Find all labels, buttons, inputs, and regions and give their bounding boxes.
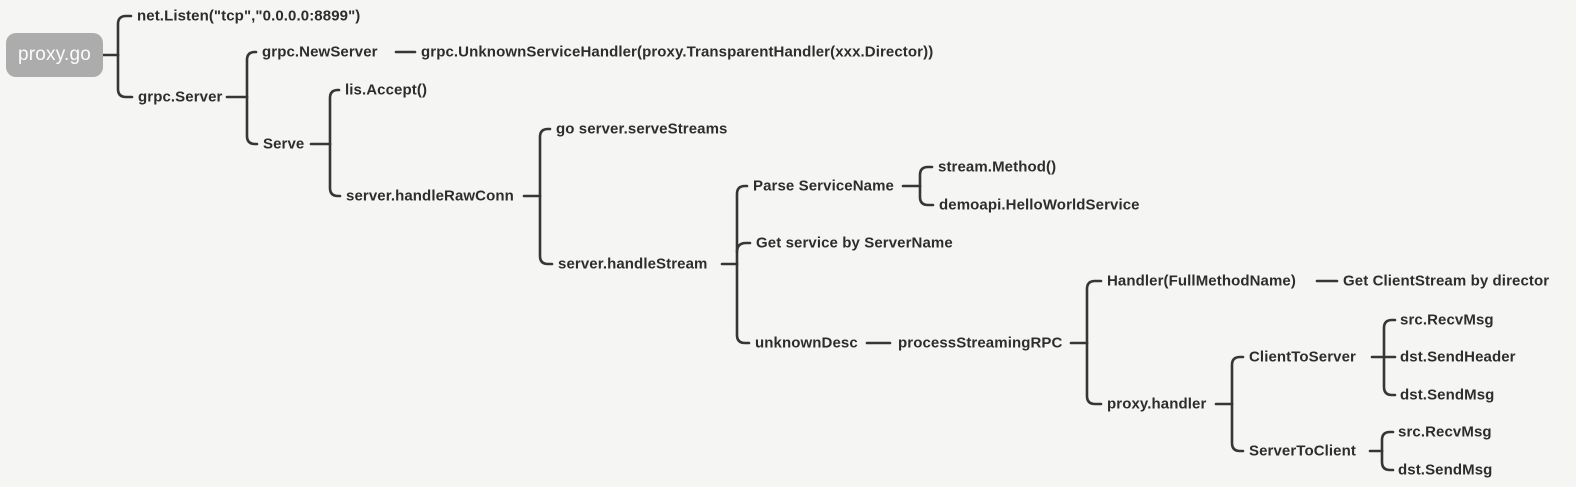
node-net-listen[interactable]: net.Listen("tcp","0.0.0.0:8899") [137,7,361,25]
node-grpc-server[interactable]: grpc.Server [138,88,223,106]
node-parse-service-name[interactable]: Parse ServiceName [753,177,894,195]
node-grpc-unknown-service-handler[interactable]: grpc.UnknownServiceHandler(proxy.Transpa… [421,43,934,61]
node-get-service-by-server-name[interactable]: Get service by ServerName [756,234,953,252]
link-grpc-server-to-new-server [245,50,258,99]
link-serve-to-handle-raw-conn [328,142,342,198]
node-proxy-handler[interactable]: proxy.handler [1107,395,1207,413]
node-unknown-desc[interactable]: unknownDesc [755,334,858,352]
node-client-to-server[interactable]: ClientToServer [1249,348,1356,366]
link-handle-stream-to-parse-service [735,184,749,266]
node-stream-method[interactable]: stream.Method() [938,158,1057,176]
node-go-server-serve-streams[interactable]: go server.serveStreams [556,120,728,138]
node-stc-dst-send-msg[interactable]: dst.SendMsg [1398,461,1493,479]
link-proxy-go-to-grpc-server [116,53,134,99]
node-process-streaming-rpc[interactable]: processStreamingRPC [898,334,1063,352]
node-grpc-new-server[interactable]: grpc.NewServer [262,43,378,61]
node-cts-dst-send-header[interactable]: dst.SendHeader [1400,348,1516,366]
link-handle-stream-to-get-service [735,241,752,254]
node-handler-full-method-name[interactable]: Handler(FullMethodName) [1107,272,1296,290]
node-stc-src-recv-msg[interactable]: src.RecvMsg [1398,423,1492,441]
node-lis-accept[interactable]: lis.Accept() [345,81,428,99]
link-parse-service-to-demoapi [918,184,935,207]
link-client-to-server-to-src-recv [1382,318,1397,359]
link-server-to-client-to-src-recv [1380,430,1395,453]
node-proxy-go[interactable]: proxy.go [6,33,103,77]
link-server-to-client-to-dst-send [1380,449,1395,472]
link-proxy-handler-to-server-to-client [1230,402,1245,453]
link-process-rpc-to-handler-full [1085,279,1103,345]
link-process-rpc-to-proxy-handler [1085,341,1103,406]
node-server-handle-stream[interactable]: server.handleStream [558,255,708,273]
link-proxy-go-to-net-listen [116,14,133,57]
node-demoapi-hello-world-service[interactable]: demoapi.HelloWorldService [939,196,1140,214]
link-handle-raw-conn-to-handle-stream [538,194,554,266]
node-server-handle-raw-conn[interactable]: server.handleRawConn [346,187,514,205]
link-grpc-server-to-serve [245,95,259,146]
link-proxy-handler-to-client-to-server [1230,355,1245,406]
link-serve-to-lis-accept [328,88,341,146]
link-handle-stream-to-unknown-desc [735,262,751,345]
link-parse-service-to-stream-method [918,165,934,188]
node-serve[interactable]: Serve [263,135,305,153]
link-handle-raw-conn-to-go-serve-streams [538,127,552,198]
node-cts-dst-send-msg[interactable]: dst.SendMsg [1400,386,1495,404]
node-get-client-stream-by-director[interactable]: Get ClientStream by director [1343,272,1550,290]
node-cts-src-recv-msg[interactable]: src.RecvMsg [1400,311,1494,329]
link-client-to-server-to-dst-send [1382,355,1397,397]
node-server-to-client[interactable]: ServerToClient [1249,442,1356,460]
